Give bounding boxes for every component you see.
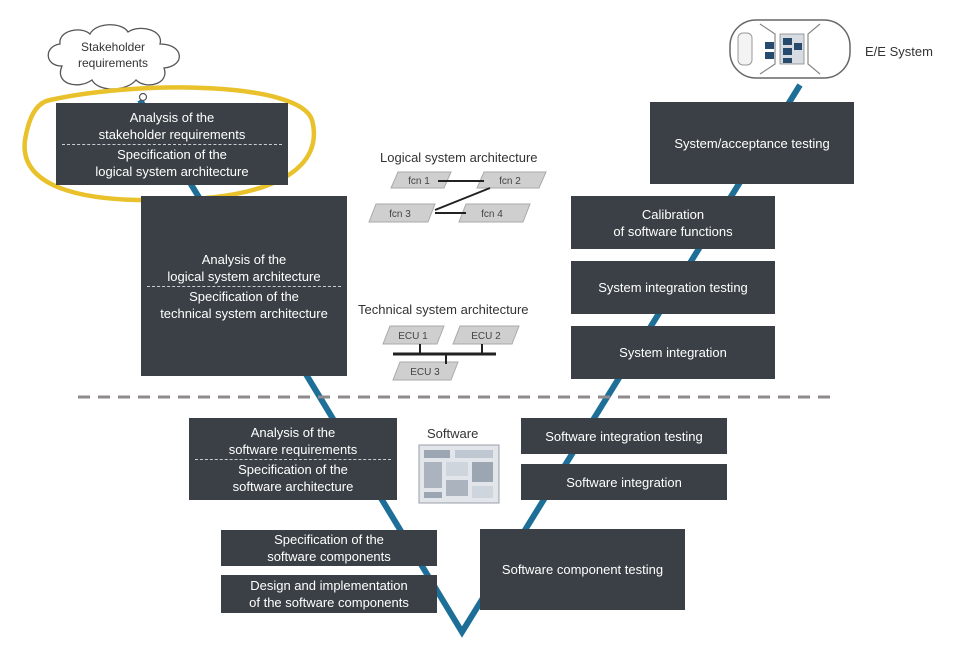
- fcn3-label: fcn 3: [389, 209, 411, 220]
- software-integration-box[interactable]: Software integration: [521, 464, 727, 500]
- software-arch-line1: Specification of the: [238, 461, 348, 477]
- highlight-ellipse: [22, 85, 317, 203]
- ecu1-block: [382, 325, 445, 345]
- ee-system-label: E/E System: [865, 44, 933, 59]
- stakeholder-analysis-box[interactable]: Analysis of the stakeholder requirements…: [56, 103, 288, 185]
- box-divider: [195, 458, 391, 460]
- ecu3-block: [392, 361, 459, 381]
- fcn2-label: fcn 2: [499, 176, 521, 187]
- logical-spec-line2: logical system architecture: [95, 163, 249, 179]
- stakeholder-analysis-line2: stakeholder requirements: [98, 126, 246, 142]
- system-acceptance-testing-box[interactable]: System/acceptance testing: [650, 102, 854, 184]
- stakeholder-cloud: Stakeholder requirements: [47, 24, 180, 102]
- software-thumbnail: [418, 444, 500, 504]
- component-spec-box[interactable]: Specification of the software components: [221, 530, 437, 566]
- system-integration-testing-box[interactable]: System integration testing: [571, 261, 775, 314]
- software-component-testing-box[interactable]: Software component testing: [480, 529, 685, 610]
- logical-architecture-sketch: [368, 171, 547, 223]
- ecu1-label: ECU 1: [398, 331, 428, 342]
- system-integration-testing-label: System integration testing: [598, 280, 748, 295]
- cloud-text-line1: Stakeholder: [81, 40, 145, 54]
- software-component-testing-label: Software component testing: [501, 562, 664, 577]
- fcn3-block: [368, 203, 436, 223]
- system-integration-box[interactable]: System integration: [571, 326, 775, 379]
- logical-architecture-title: Logical system architecture: [380, 150, 538, 165]
- cloud-text-line2: requirements: [78, 56, 148, 70]
- technical-architecture-sketch: [382, 325, 520, 381]
- ecu2-label: ECU 2: [471, 331, 501, 342]
- software-title: Software: [427, 426, 479, 441]
- fcn4-label: fcn 4: [481, 209, 503, 220]
- design-implementation-box[interactable]: Design and implementation of the softwar…: [221, 575, 437, 613]
- software-integration-label: Software integration: [566, 474, 682, 490]
- software-req-line1: Analysis of the: [250, 424, 336, 440]
- software-req-line2: software requirements: [228, 441, 358, 457]
- box-divider: [62, 143, 282, 145]
- logical-spec-line1: Specification of the: [117, 146, 227, 162]
- calibration-box[interactable]: Calibration of software functions: [571, 196, 775, 249]
- design-impl-line2: of the software components: [249, 595, 409, 610]
- system-acceptance-testing-label: System/acceptance testing: [674, 135, 830, 151]
- software-integration-testing-label: Software integration testing: [545, 428, 703, 444]
- software-arch-line2: software architecture: [232, 478, 354, 494]
- stakeholder-analysis-line1: Analysis of the: [129, 109, 215, 125]
- fcn2-block: [476, 171, 547, 189]
- technical-spec-line1: Specification of the: [189, 288, 299, 304]
- system-integration-label: System integration: [619, 345, 727, 360]
- logical-analysis-box[interactable]: Analysis of the logical system architect…: [141, 196, 347, 376]
- design-impl-line1: Design and implementation: [250, 578, 408, 593]
- logical-analysis-line2: logical system architecture: [167, 268, 321, 284]
- software-requirements-box[interactable]: Analysis of the software requirements Sp…: [189, 418, 397, 500]
- calibration-line1: Calibration: [641, 206, 705, 222]
- fcn1-block: [390, 171, 452, 189]
- ecu2-block: [452, 325, 520, 345]
- box-divider: [147, 285, 341, 287]
- car-icon: [729, 19, 851, 79]
- component-spec-line1: Specification of the: [274, 532, 384, 547]
- component-spec-line2: software components: [267, 549, 391, 564]
- ecu3-label: ECU 3: [410, 367, 440, 378]
- technical-spec-line2: technical system architecture: [160, 305, 328, 321]
- fcn4-block: [458, 203, 531, 223]
- technical-architecture-title: Technical system architecture: [358, 302, 529, 317]
- fcn1-label: fcn 1: [408, 176, 430, 187]
- software-integration-testing-box[interactable]: Software integration testing: [521, 418, 727, 454]
- calibration-line2: of software functions: [613, 223, 733, 239]
- logical-analysis-line1: Analysis of the: [201, 251, 287, 267]
